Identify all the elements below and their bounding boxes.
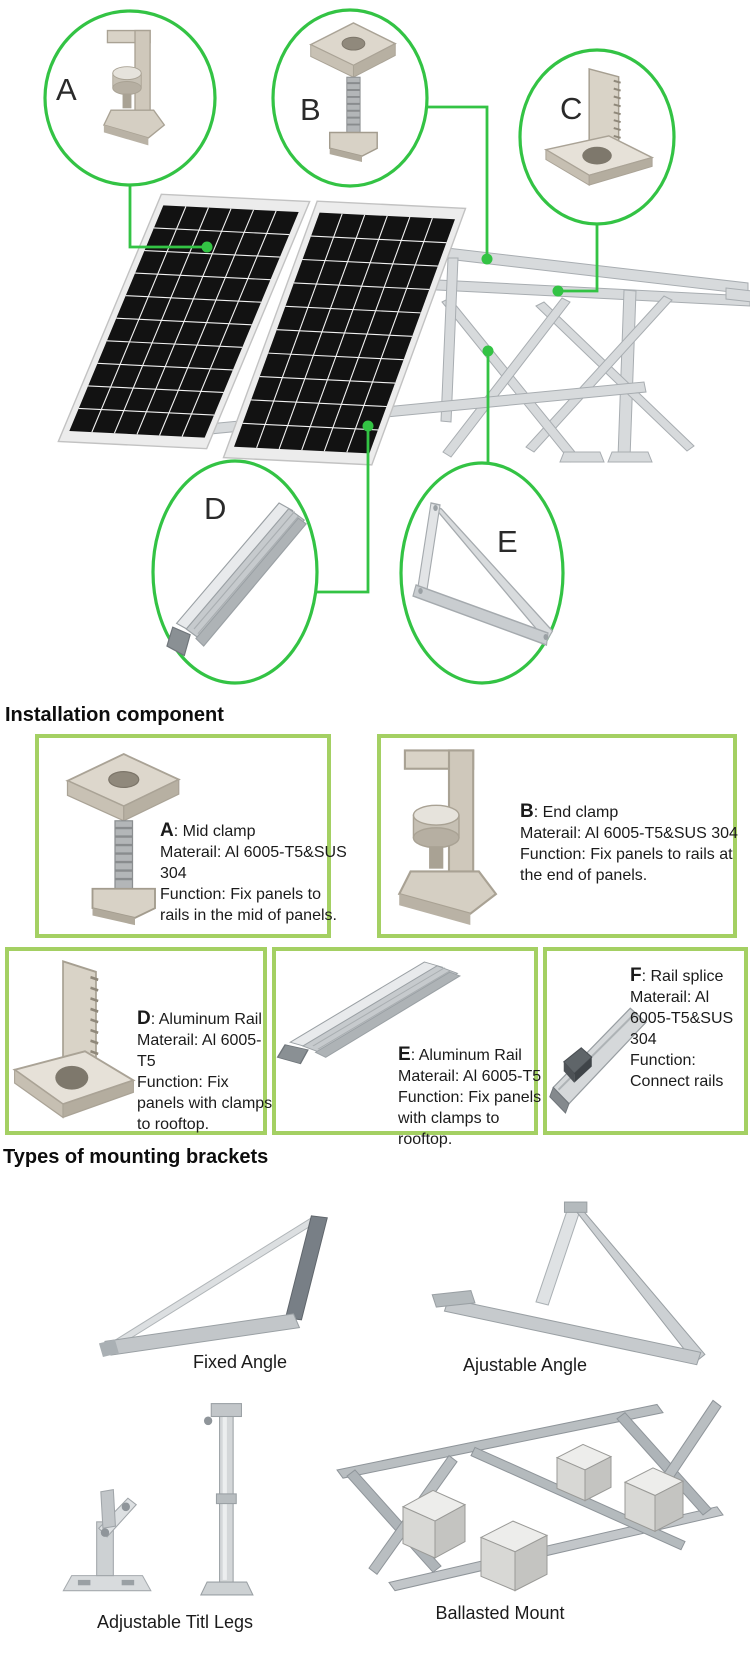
- component-line: Function: Fix panels: [398, 1089, 542, 1106]
- solar-panel-left: [58, 194, 309, 448]
- adjustable-angle-label: Ajustable Angle: [462, 1355, 588, 1375]
- component-title: : Rail splice: [641, 968, 724, 985]
- end-clamp-description: B: End clamp Materail: Al 6005-T5&SUS 30…: [520, 801, 738, 886]
- mid-clamp-description: A: Mid clamp Materail: Al 6005-T5&SUS 30…: [160, 820, 347, 926]
- component-line: T5: [137, 1053, 156, 1070]
- l-foot-photo: [13, 959, 135, 1119]
- tilt-legs-label: Adjustable Titl Legs: [96, 1612, 254, 1632]
- rail-e-description: E: Aluminum Rail Materail: Al 6005-T5 Fu…: [398, 1044, 541, 1150]
- fixed-angle-label: Fixed Angle: [192, 1352, 288, 1372]
- component-letter: B: [520, 801, 534, 822]
- component-line: with clamps to: [398, 1110, 500, 1127]
- component-line: 304: [160, 865, 187, 882]
- component-letter: F: [630, 965, 642, 986]
- component-card-rail-splice: [543, 947, 748, 1135]
- component-line: rooftop.: [398, 1131, 453, 1148]
- rail-d-description: D: Aluminum Rail Materail: Al 6005- T5 F…: [137, 1008, 272, 1135]
- component-line: Connect rails: [630, 1073, 724, 1090]
- component-title: : Aluminum Rail: [410, 1047, 522, 1064]
- component-line: Function:: [630, 1052, 696, 1069]
- component-line: panels with clamps: [137, 1095, 273, 1112]
- callout-letter-d: D: [204, 491, 226, 526]
- callout-letter-a: A: [56, 72, 77, 107]
- solar-panel-right: [223, 201, 465, 465]
- component-line: Materail: Al 6005-T5: [398, 1068, 542, 1085]
- component-letter: E: [398, 1044, 411, 1065]
- component-line: to rooftop.: [137, 1116, 210, 1133]
- component-line: Materail: Al 6005-T5&SUS 304: [520, 825, 738, 842]
- rail-splice-description: F: Rail splice Materail: Al 6005-T5&SUS …: [630, 965, 733, 1092]
- component-title: : Aluminum Rail: [150, 1011, 262, 1028]
- component-line: Materail: Al 6005-T5&SUS: [160, 844, 347, 861]
- component-line: 304: [630, 1031, 657, 1048]
- component-line: Function: Fix panels to rails at: [520, 846, 733, 863]
- component-line: 6005-T5&SUS: [630, 1010, 734, 1027]
- component-line: Function: Fix panels to: [160, 886, 321, 903]
- component-line: Function: Fix: [137, 1074, 229, 1091]
- callout-connectors: [128, 105, 599, 594]
- component-line: rails in the mid of panels.: [160, 907, 337, 924]
- ballasted-mount-label: Ballasted Mount: [435, 1603, 565, 1623]
- tilt-legs-photo: [62, 1403, 254, 1596]
- end-clamp-photo: [398, 749, 498, 927]
- mounting-frame: [133, 245, 750, 463]
- mounting-system-diagram: A B C D E: [0, 8, 750, 685]
- ballasted-mount-photo: [336, 1399, 724, 1592]
- callout-letter-c: C: [560, 91, 582, 126]
- callout-dots: [201, 241, 564, 432]
- component-letter: D: [137, 1008, 151, 1029]
- component-title: : End clamp: [533, 804, 619, 821]
- component-letter: A: [160, 820, 174, 841]
- callout-letter-b: B: [300, 92, 321, 127]
- mounting-brackets-heading: Types of mounting brackets: [3, 1146, 269, 1168]
- component-title: : Mid clamp: [173, 823, 256, 840]
- component-line: Materail: Al: [630, 989, 710, 1006]
- component-line: Materail: Al 6005-: [137, 1032, 262, 1049]
- mounting-brackets-gallery: [62, 1201, 724, 1596]
- fixed-angle-photo: [98, 1215, 328, 1358]
- callout-letter-e: E: [497, 524, 518, 559]
- component-card-mid-clamp: [35, 734, 331, 938]
- installation-component-heading: Installation component: [5, 704, 224, 726]
- component-line: the end of panels.: [520, 867, 648, 884]
- adjustable-angle-photo: [431, 1201, 706, 1366]
